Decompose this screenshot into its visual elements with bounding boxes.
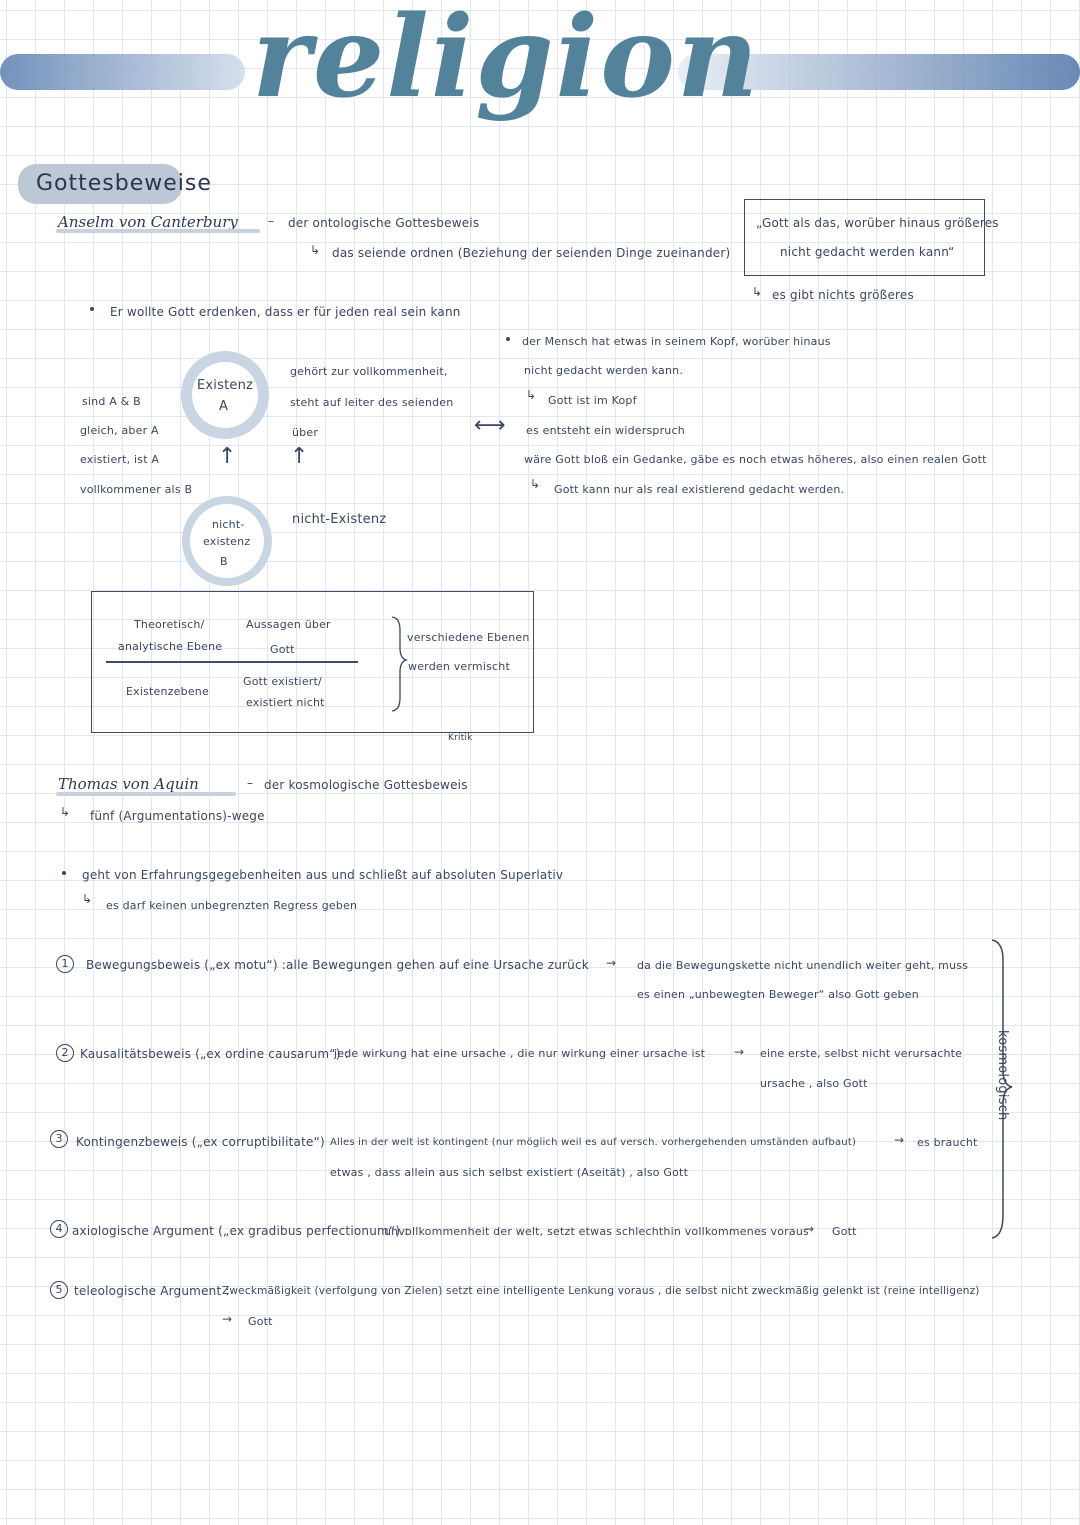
circle-b-label: existenz [203, 535, 251, 548]
quote-line1: „Gott als das, worüber hinaus größeres [756, 216, 999, 230]
circle-a-inner [192, 362, 258, 428]
table-brace [391, 616, 409, 712]
left-text-line: vollkommener als B [80, 483, 193, 496]
argument-text: Alles in der welt ist kontingent (nur mö… [330, 1137, 857, 1148]
double-arrow-icon: ⟷ [474, 413, 506, 438]
hook-arrow-icon: ↳ [310, 243, 321, 257]
table-row1-left: Theoretisch/ [134, 618, 205, 631]
hook-arrow-icon: ↳ [526, 388, 537, 402]
argument-title: Bewegungsbeweis („ex motu“) : [86, 958, 286, 972]
argument-conclusion: es braucht [917, 1136, 978, 1149]
number-badge: 5 [50, 1281, 68, 1299]
argument-text: Zweckmäßigkeit (verfolgung von Zielen) s… [222, 1285, 980, 1297]
section-title: Gottesbeweise [18, 164, 211, 204]
argument-title: teleologische Argument : [74, 1284, 230, 1298]
table-row2-left: Existenzebene [126, 685, 209, 698]
right-line: es entsteht ein widerspruch [526, 424, 685, 437]
argument-text: alle Bewegungen gehen auf eine Ursache z… [286, 958, 589, 972]
quote-arrow-text: es gibt nichts größeres [772, 288, 914, 302]
thomas-point1-arrow: es darf keinen unbegrenzten Regress gebe… [106, 899, 358, 912]
argument-conclusion: Gott [248, 1315, 273, 1328]
argument-conclusion: Gott [832, 1225, 857, 1238]
thomas-dash: – [247, 776, 254, 790]
hook-arrow-icon: ↳ [82, 892, 93, 906]
table-divider [106, 661, 358, 663]
kritik-table [91, 591, 534, 733]
circle-b-label: nicht- [212, 518, 245, 531]
number-badge: 2 [56, 1044, 74, 1062]
anselm-dash: – [268, 214, 275, 228]
right-arrow-icon: → [222, 1312, 233, 1326]
thomas-name: Thomas von Aquin [58, 775, 199, 793]
thomas-underline [56, 792, 236, 796]
mid-text-line: gehört zur vollkommenheit, [290, 365, 448, 378]
argument-conclusion: da die Bewegungskette nicht unendlich we… [637, 959, 969, 972]
banner-right [678, 54, 1080, 90]
anselm-name: Anselm von Canterbury [58, 213, 238, 231]
kosmologisch-brace [991, 939, 1013, 1239]
argument-conclusion: etwas , dass allein aus sich selbst exis… [330, 1166, 689, 1179]
argument-title: Kontingenzbeweis („ex corruptibilitate“) [76, 1135, 325, 1149]
table-note: werden vermischt [408, 660, 510, 673]
argument-text: unvollkommenheit der welt, setzt etwas s… [384, 1225, 809, 1238]
argument-conclusion: es einen „unbewegten Beweger“ also Gott … [637, 988, 919, 1001]
right-line: wäre Gott bloß ein Gedanke, gäbe es noch… [524, 453, 987, 466]
thomas-point1: geht von Erfahrungsgegebenheiten aus und… [82, 868, 564, 882]
right-line: nicht gedacht werden kann. [524, 364, 684, 377]
argument-conclusion: ursache , also Gott [760, 1077, 868, 1090]
circle-a-letter: A [219, 399, 229, 414]
table-row2-right: existiert nicht [246, 696, 325, 709]
thomas-sub-arrow: fünf (Argumentations)-wege [90, 809, 265, 823]
up-arrow-icon: ↑ [290, 444, 309, 469]
right-line: Gott ist im Kopf [548, 394, 637, 407]
table-row1-right: Gott [270, 643, 295, 656]
argument-title: Kausalitätsbeweis („ex ordine causarum“)… [80, 1047, 349, 1061]
hook-arrow-icon: ↳ [530, 477, 541, 491]
kosmologisch-label: kosmologisch [995, 1030, 1010, 1121]
circle-b-letter: B [220, 555, 228, 568]
argument-text: jede wirkung hat eine ursache , die nur … [334, 1047, 706, 1060]
number-badge: 1 [56, 955, 74, 973]
thomas-subtitle: der kosmologische Gottesbeweis [264, 778, 468, 792]
table-label: Kritik [448, 733, 473, 743]
bullet-dot [90, 307, 94, 311]
left-text-line: gleich, aber A [80, 424, 159, 437]
number-badge: 4 [50, 1220, 68, 1238]
right-bullet-text: der Mensch hat etwas in seinem Kopf, wor… [522, 335, 831, 348]
banner-left [0, 54, 245, 90]
table-row1-right: Aussagen über [246, 618, 331, 631]
anselm-point1: Er wollte Gott erdenken, dass er für jed… [110, 305, 461, 319]
quote-box [744, 199, 985, 276]
mid-text-line: steht auf leiter des seienden [290, 396, 454, 409]
number-badge: 3 [50, 1130, 68, 1148]
right-arrow-icon: → [734, 1045, 745, 1059]
left-text-line: sind A & B [82, 395, 141, 408]
table-row2-right: Gott existiert/ [243, 675, 322, 688]
circle-a-label: Existenz [197, 378, 254, 393]
argument-title: axiologische Argument („ex gradibus perf… [72, 1224, 409, 1238]
quote-line2: nicht gedacht werden kann“ [780, 245, 955, 259]
bullet-dot [62, 871, 66, 875]
anselm-underline [56, 229, 260, 233]
circle-b-inner [190, 504, 264, 578]
table-note: verschiedene Ebenen [407, 631, 530, 644]
right-arrow-icon: → [894, 1133, 905, 1147]
right-arrow-icon: → [606, 956, 617, 970]
anselm-sub-arrow: das seiende ordnen (Beziehung der seiend… [332, 246, 731, 260]
right-arrow-icon: → [804, 1222, 815, 1236]
argument-conclusion: eine erste, selbst nicht verursachte [760, 1047, 963, 1060]
anselm-subtitle: der ontologische Gottesbeweis [288, 216, 480, 230]
up-arrow-icon: ↑ [218, 444, 237, 469]
hook-arrow-icon: ↳ [60, 805, 71, 819]
page-title: religion [252, 0, 761, 123]
mid-bottom-text: nicht-Existenz [292, 512, 387, 527]
bullet-dot [506, 337, 510, 341]
right-line: Gott kann nur als real existierend gedac… [554, 483, 845, 496]
mid-text-line: über [292, 426, 319, 439]
table-row1-left: analytische Ebene [118, 640, 223, 653]
hook-arrow-icon: ↳ [752, 285, 763, 299]
left-text-line: existiert, ist A [80, 453, 160, 466]
